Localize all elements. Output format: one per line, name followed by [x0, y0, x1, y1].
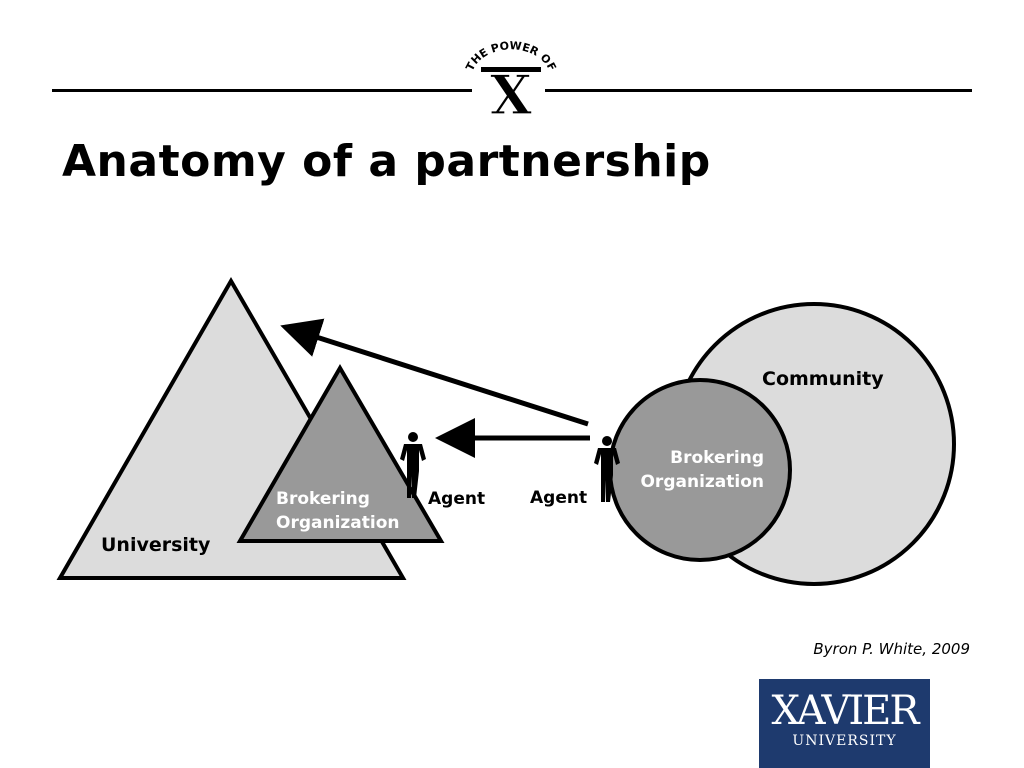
header-rule-left — [52, 89, 472, 92]
right-agent-figure — [594, 436, 620, 502]
xavier-logo-sub: UNIVERSITY — [792, 733, 897, 749]
xavier-logo-word: XAVIER — [771, 688, 920, 734]
page-title: Anatomy of a partnership — [62, 136, 711, 187]
right-broker-label-line2: Organization — [640, 472, 764, 492]
xavier-university-logo: XAVIER UNIVERSITY — [759, 679, 930, 768]
citation: Byron P. White, 2009 — [813, 640, 970, 658]
right-broker-label-line1: Brokering — [670, 448, 764, 468]
left-broker-label-line1: Brokering — [276, 489, 370, 509]
header-rule-right — [545, 89, 972, 92]
left-broker-label-line2: Organization — [276, 513, 400, 533]
right-broker-circle — [608, 378, 792, 562]
left-agent-label: Agent — [428, 489, 485, 509]
university-label: University — [101, 534, 211, 556]
logo-x-letter: X — [490, 63, 532, 120]
left-agent-figure — [400, 432, 426, 498]
power-of-x-logo: THE POWER OF X — [463, 40, 559, 120]
arrow-to-university — [280, 318, 589, 427]
community-label: Community — [762, 368, 884, 390]
left-broker-triangle — [236, 364, 445, 543]
right-agent-label: Agent — [530, 488, 587, 508]
